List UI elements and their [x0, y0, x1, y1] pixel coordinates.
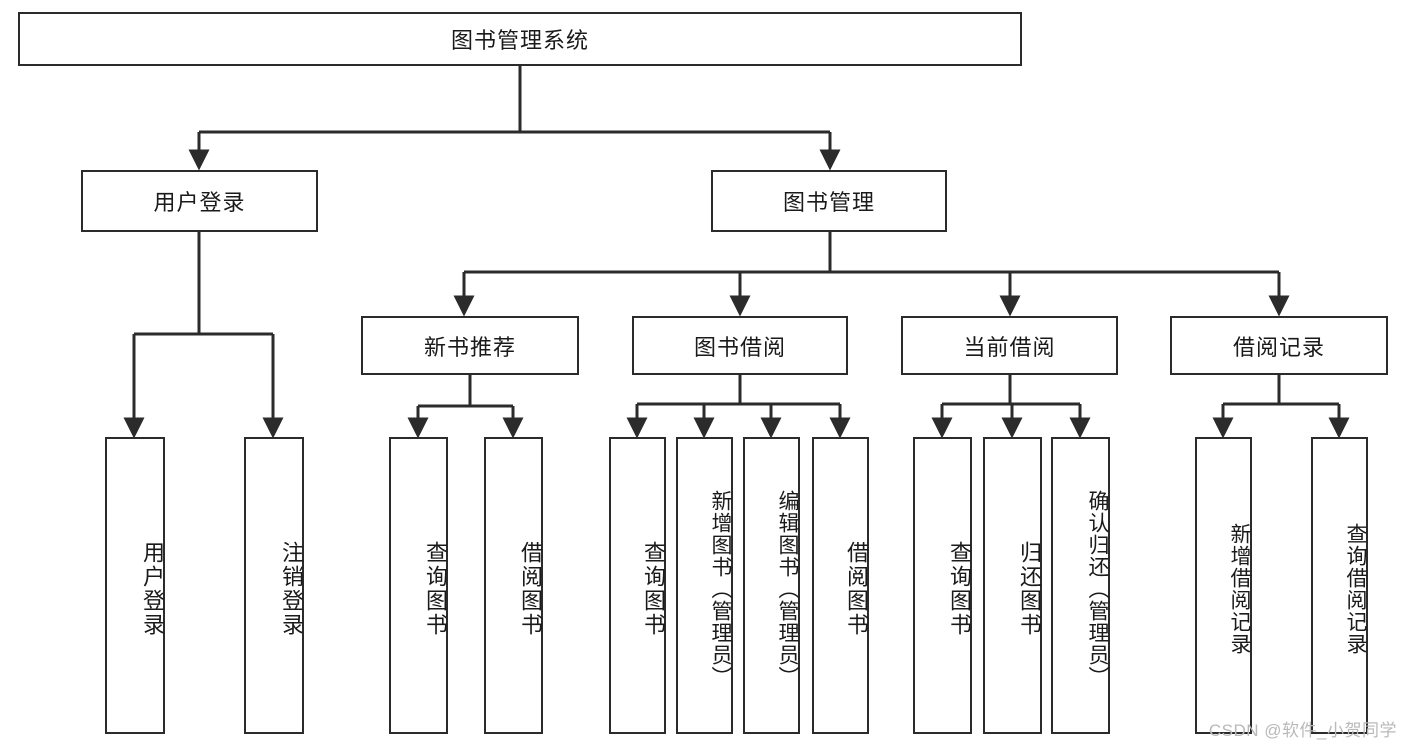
node-borrow-records[interactable]: 借阅记录 [1170, 316, 1388, 375]
leaf-user-login[interactable]: 用户登录 [105, 437, 165, 734]
leaf-query-book-recommend-label: 查询图书 [423, 540, 448, 637]
leaf-query-book-borrow-label: 查询图书 [641, 540, 666, 637]
leaf-edit-book-admin-label: 编辑图书（管理员） [776, 489, 799, 688]
node-book-management-label: 图书管理 [782, 190, 875, 215]
leaf-add-borrow-record-label: 新增借阅记录 [1228, 522, 1251, 655]
leaf-add-book-admin-label: 新增图书（管理员） [709, 489, 732, 688]
leaf-borrow-book-recommend[interactable]: 借阅图书 [484, 437, 543, 734]
leaf-add-borrow-record[interactable]: 新增借阅记录 [1195, 437, 1252, 734]
node-new-book-recommend[interactable]: 新书推荐 [361, 316, 579, 375]
leaf-query-borrow-record-label: 查询借阅记录 [1344, 522, 1367, 655]
node-current-borrow[interactable]: 当前借阅 [901, 316, 1118, 375]
node-current-borrow-label: 当前借阅 [963, 334, 1056, 360]
node-borrow-records-label: 借阅记录 [1232, 334, 1325, 360]
leaf-logout-label: 注销登录 [279, 540, 304, 637]
leaf-return-book-label: 归还图书 [1017, 540, 1042, 637]
node-book-borrow-label: 图书借阅 [693, 334, 786, 360]
leaf-query-book-current[interactable]: 查询图书 [913, 437, 972, 734]
leaf-add-book-admin[interactable]: 新增图书（管理员） [676, 437, 733, 734]
leaf-query-book-current-label: 查询图书 [947, 540, 972, 637]
node-book-management[interactable]: 图书管理 [711, 170, 947, 232]
leaf-borrow-book-label: 借阅图书 [844, 540, 869, 637]
node-root[interactable]: 图书管理系统 [18, 12, 1022, 66]
node-root-label: 图书管理系统 [450, 28, 589, 53]
leaf-edit-book-admin[interactable]: 编辑图书（管理员） [743, 437, 800, 734]
leaf-borrow-book-recommend-label: 借阅图书 [518, 540, 543, 637]
node-user-login-label: 用户登录 [153, 190, 246, 215]
leaf-logout[interactable]: 注销登录 [244, 437, 304, 734]
leaf-confirm-return-admin[interactable]: 确认归还（管理员） [1051, 437, 1110, 734]
leaf-query-book-recommend[interactable]: 查询图书 [389, 437, 448, 734]
leaf-query-book-borrow[interactable]: 查询图书 [609, 437, 666, 734]
node-new-book-recommend-label: 新书推荐 [423, 334, 516, 360]
watermark: CSDN @软件_小贺同学 [1208, 721, 1397, 740]
leaf-borrow-book[interactable]: 借阅图书 [812, 437, 869, 734]
leaf-query-borrow-record[interactable]: 查询借阅记录 [1311, 437, 1368, 734]
leaf-user-login-label: 用户登录 [140, 540, 165, 637]
node-user-login[interactable]: 用户登录 [81, 170, 318, 232]
node-book-borrow[interactable]: 图书借阅 [632, 316, 848, 375]
leaf-return-book[interactable]: 归还图书 [983, 437, 1042, 734]
leaf-confirm-return-admin-label: 确认归还（管理员） [1086, 489, 1109, 688]
